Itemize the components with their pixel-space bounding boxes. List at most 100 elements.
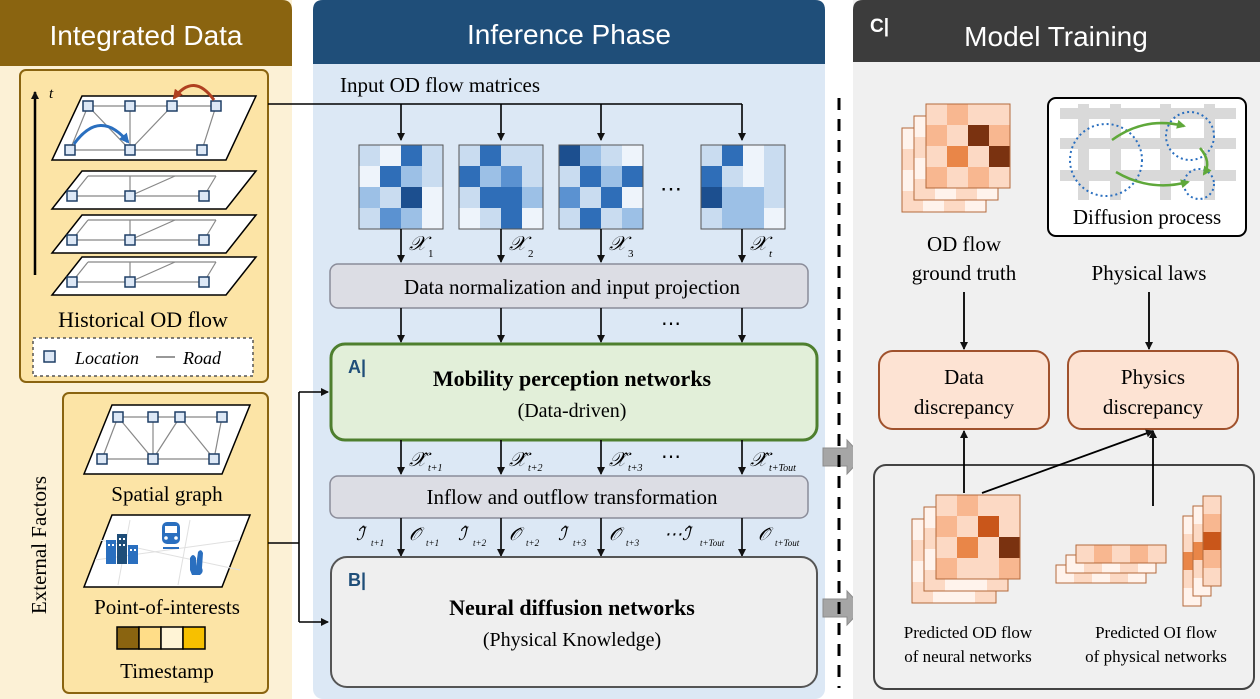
predicted-oi-row-cell bbox=[1130, 545, 1148, 563]
input-matrix-cell bbox=[480, 166, 501, 187]
predicted-oi-row-cell bbox=[1094, 545, 1112, 563]
ground-truth-frame bbox=[925, 103, 1011, 189]
io-sub-3: t+2 bbox=[473, 538, 487, 548]
io-sub-8: t+Tout bbox=[775, 538, 800, 548]
input-matrix-cell bbox=[764, 208, 785, 229]
input-matrix-sub-3: 3 bbox=[628, 248, 634, 260]
input-matrix-cell bbox=[622, 166, 643, 187]
od-layer-stack bbox=[50, 84, 258, 296]
predicted-oi-col-cell bbox=[1203, 532, 1221, 550]
location-legend-icon bbox=[43, 350, 56, 363]
training-tag: C| bbox=[870, 16, 889, 37]
predicted-oi-col-cell bbox=[1203, 550, 1221, 568]
time-axis-label: t bbox=[49, 86, 54, 102]
input-matrix-cell bbox=[359, 187, 380, 208]
diffusion-arrow-2 bbox=[1115, 170, 1190, 189]
input-matrix-cell bbox=[501, 208, 522, 229]
ground-truth-line-2: ground truth bbox=[912, 261, 1017, 285]
diffusion-region-1 bbox=[1069, 123, 1143, 197]
spatial-graph-label: Spatial graph bbox=[111, 482, 223, 506]
input-matrix-frame bbox=[700, 144, 786, 230]
ground-truth-cell bbox=[947, 167, 968, 188]
io-sub-4: t+2 bbox=[526, 538, 540, 548]
timestamp-label: Timestamp bbox=[120, 659, 214, 683]
predicted-od-cell bbox=[999, 537, 1020, 558]
input-matrix-cell bbox=[480, 208, 501, 229]
module-b-title: Neural diffusion networks bbox=[449, 595, 695, 620]
input-matrix-cell bbox=[522, 145, 543, 166]
normalization-box bbox=[329, 263, 809, 309]
predicted-od-cell bbox=[957, 537, 978, 558]
input-matrix-cell bbox=[422, 208, 443, 229]
data-discrepancy-line-1: Data bbox=[944, 365, 984, 389]
input-matrix-cell bbox=[622, 208, 643, 229]
input-matrix-cell bbox=[559, 145, 580, 166]
input-matrix-cell bbox=[722, 145, 743, 166]
predicted-oi-col-cell bbox=[1203, 514, 1221, 532]
legend-location-label: Location bbox=[74, 348, 139, 368]
input-matrix-cell bbox=[764, 187, 785, 208]
ground-truth-cell bbox=[947, 125, 968, 146]
io-sub-6: t+3 bbox=[626, 538, 640, 548]
predicted-od-cell bbox=[978, 516, 999, 537]
normalization-ellipsis: ⋯ bbox=[661, 313, 681, 335]
red-flow-arc bbox=[172, 84, 216, 101]
io-sub-5: t+3 bbox=[573, 538, 587, 548]
predicted-od-cell bbox=[999, 495, 1020, 516]
input-matrix-cell bbox=[701, 187, 722, 208]
inference-title: Inference Phase bbox=[467, 19, 671, 50]
predicted-oi-col-cell bbox=[1203, 568, 1221, 586]
input-matrix-cell bbox=[380, 145, 401, 166]
input-matrix-cell bbox=[522, 208, 543, 229]
diffusion-process-label: Diffusion process bbox=[1073, 205, 1221, 229]
input-matrix-cell bbox=[580, 166, 601, 187]
matrices-ellipsis: ⋯ bbox=[660, 176, 682, 201]
data-discrepancy-box bbox=[878, 350, 1050, 430]
input-matrix-cell bbox=[480, 145, 501, 166]
normalization-label: Data normalization and input projection bbox=[404, 275, 740, 299]
pred-sub-3: t+3 bbox=[628, 463, 643, 474]
predicted-oi-line-2: of physical networks bbox=[1085, 647, 1227, 666]
poi-train-icon bbox=[162, 522, 180, 549]
input-matrix-cell bbox=[522, 166, 543, 187]
predicted-oi-col-cell bbox=[1203, 496, 1221, 514]
historical-od-label: Historical OD flow bbox=[58, 307, 228, 332]
input-matrix-cell bbox=[359, 166, 380, 187]
ground-truth-cell bbox=[947, 104, 968, 125]
physics-discrepancy-box bbox=[1067, 350, 1239, 430]
input-matrix-cell bbox=[559, 166, 580, 187]
pred-sub-out: t+Tout bbox=[769, 463, 796, 474]
ground-truth-cell bbox=[989, 104, 1010, 125]
predicted-oi-col-frame bbox=[1202, 495, 1222, 587]
od-layer-1 bbox=[50, 95, 258, 161]
predicted-od-cell bbox=[936, 537, 957, 558]
input-matrix-cell bbox=[559, 187, 580, 208]
predicted-od-cell bbox=[936, 495, 957, 516]
input-matrix-cell bbox=[764, 166, 785, 187]
module-a-tag: A| bbox=[348, 357, 366, 377]
predicted-od-cell bbox=[936, 558, 957, 579]
poi-map-plane bbox=[82, 514, 252, 588]
input-matrix-cell bbox=[480, 187, 501, 208]
input-matrix-cell bbox=[722, 187, 743, 208]
integrated-data-header bbox=[0, 0, 292, 66]
location-nodes bbox=[64, 100, 222, 288]
physics-discrepancy-line-1: Physics bbox=[1121, 365, 1185, 389]
training-title: Model Training bbox=[964, 21, 1148, 52]
od-layer-3 bbox=[50, 214, 258, 254]
od-layer-4 bbox=[50, 256, 258, 296]
ground-truth-cell bbox=[926, 125, 947, 146]
input-matrix-cell bbox=[622, 145, 643, 166]
input-matrix-cell bbox=[601, 187, 622, 208]
input-matrix-sub-t: t bbox=[769, 248, 773, 260]
ground-truth-cell bbox=[989, 146, 1010, 167]
input-matrix-cell bbox=[401, 187, 422, 208]
input-matrix-cell bbox=[522, 187, 543, 208]
inference-panel: Inference Phase Input OD flow matrices ⋯… bbox=[268, 0, 825, 699]
timestamp-bar bbox=[116, 626, 206, 650]
pred-to-phys-disc-arrow bbox=[981, 429, 1154, 494]
input-matrix-cell bbox=[722, 166, 743, 187]
input-matrix-cell bbox=[380, 187, 401, 208]
diffusion-grid bbox=[1060, 104, 1236, 200]
input-matrix-cell bbox=[743, 208, 764, 229]
